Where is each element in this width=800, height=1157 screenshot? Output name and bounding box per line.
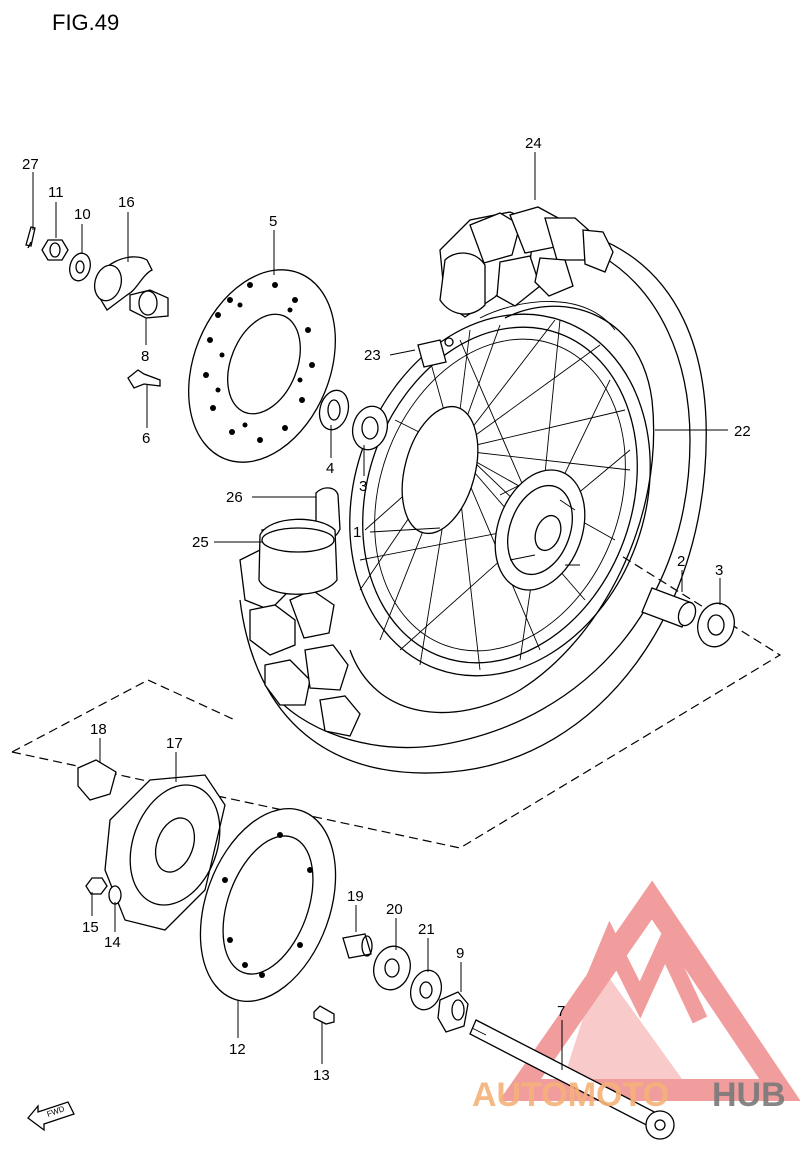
part-label: 10 [74, 206, 91, 223]
part-label: 20 [386, 901, 403, 918]
part-label: 16 [118, 194, 135, 211]
part-label: 7 [557, 1003, 565, 1020]
oil-seal [318, 389, 350, 431]
part-label: 23 [364, 347, 381, 364]
spacer [129, 289, 169, 319]
part-label: 4 [326, 460, 334, 477]
part-labels: 27 11 10 16 5 24 8 23 6 4 3 22 26 1 25 2… [22, 135, 751, 1084]
spokes [359, 319, 631, 671]
part-label: 2 [677, 553, 685, 570]
part-label: 22 [734, 423, 751, 440]
part-label: 1 [353, 524, 361, 541]
leader-lines [32, 152, 728, 1070]
watermark-text-a: AUTOMOTO [472, 1076, 669, 1114]
watermark-logo-icon [498, 880, 800, 1101]
collar-9 [437, 991, 469, 1033]
sleeve-19 [342, 933, 373, 959]
part-label: 6 [142, 430, 150, 447]
part-label: 3 [715, 562, 723, 579]
cotter-pin [25, 226, 36, 249]
brake-disc [188, 269, 336, 463]
seal-21 [409, 969, 443, 1011]
part-label: 18 [90, 721, 107, 738]
rear-sprocket [199, 808, 337, 1002]
hub [401, 405, 586, 591]
fwd-badge: FWD [27, 1101, 75, 1132]
part-label: 15 [82, 919, 99, 936]
part-label: 26 [226, 489, 243, 506]
washer [69, 252, 91, 282]
watermark-text: AUTOMOTO HUB [472, 1076, 786, 1114]
adjuster [93, 256, 153, 311]
part-label: 21 [418, 921, 435, 938]
bearing [351, 405, 389, 451]
axle-nut [41, 239, 69, 261]
part-label: 27 [22, 156, 39, 173]
part-label: 25 [192, 534, 209, 551]
axle-shaft [469, 1019, 675, 1140]
part-label: 9 [456, 945, 464, 962]
forward-arrow-icon [27, 1101, 75, 1132]
valve-cap [417, 337, 454, 368]
part-label: 24 [525, 135, 542, 152]
watermark-text-b: HUB [712, 1076, 786, 1114]
tube [258, 518, 338, 595]
bearing-right [697, 602, 735, 648]
cush-drive-rubber [77, 759, 117, 801]
part-label: 8 [141, 348, 149, 365]
part-label: 17 [166, 735, 183, 752]
figure-title: FIG.49 [52, 10, 119, 35]
part-label: 11 [48, 184, 64, 201]
part-label: 13 [313, 1067, 330, 1084]
part-label: 14 [104, 934, 121, 951]
spacer-right [641, 587, 697, 628]
bearing-20 [373, 945, 411, 991]
part-label: 3 [359, 478, 367, 495]
part-label: 5 [269, 213, 277, 230]
part-label: 19 [347, 888, 364, 905]
sprocket-bolt [313, 1005, 335, 1025]
nut-15 [85, 877, 108, 895]
bolt [127, 369, 161, 389]
axle-plane [11, 679, 236, 753]
part-label: 12 [229, 1041, 246, 1058]
washer-14 [108, 885, 122, 905]
